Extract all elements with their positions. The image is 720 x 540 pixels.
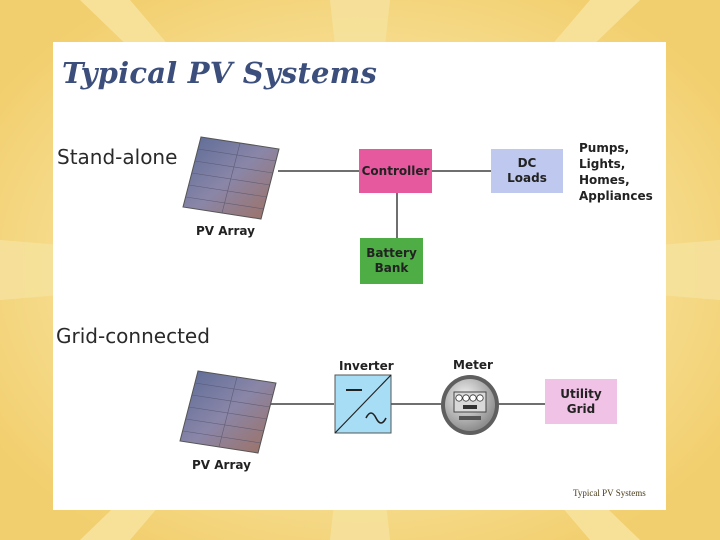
utility-grid-box: Utility Grid	[545, 379, 617, 424]
pv-array-label: PV Array	[196, 224, 255, 238]
connector-controller-to-loads	[432, 170, 491, 172]
slide-footer: Typical PV Systems	[573, 488, 646, 498]
slide-title: Typical PV Systems	[62, 56, 378, 90]
connector-meter-to-utility	[498, 403, 545, 405]
connector-controller-to-battery	[396, 193, 398, 238]
electric-meter-icon	[441, 375, 499, 435]
pv-array-icon	[179, 370, 277, 454]
connector-pv-to-inverter	[268, 403, 334, 405]
standalone-heading: Stand-alone	[57, 145, 178, 169]
pv-array-label: PV Array	[192, 458, 251, 472]
connector-pv-to-controller	[278, 170, 359, 172]
slide-panel: Typical PV Systems Stand-alone Grid-conn…	[53, 42, 666, 510]
inverter-label: Inverter	[339, 359, 394, 373]
battery-bank-box: Battery Bank	[360, 238, 423, 284]
loads-list: Pumps, Lights, Homes, Appliances	[579, 141, 653, 203]
dc-loads-box: DC Loads	[491, 149, 563, 193]
controller-box: Controller	[359, 149, 432, 193]
pv-array-icon	[182, 136, 280, 220]
connector-inverter-to-meter	[391, 403, 441, 405]
inverter-icon	[334, 374, 392, 434]
meter-label: Meter	[453, 358, 493, 372]
grid-connected-heading: Grid-connected	[56, 324, 210, 348]
